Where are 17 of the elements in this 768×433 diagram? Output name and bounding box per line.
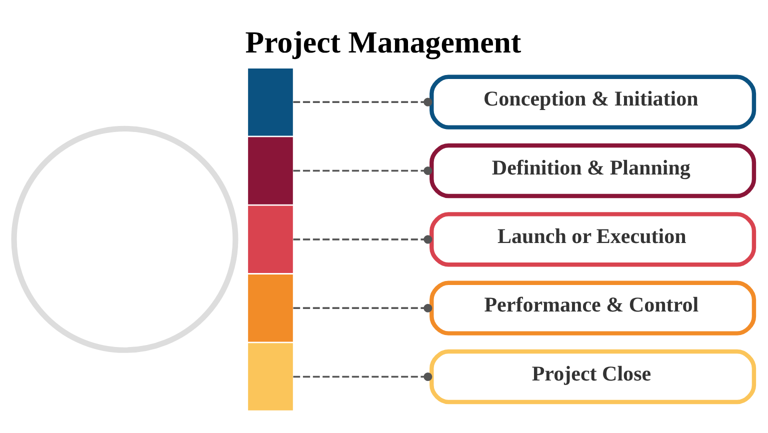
diagram-title: Project Management [245, 24, 522, 59]
connector [293, 97, 432, 106]
node-arc [248, 342, 293, 410]
node-arc [248, 68, 293, 136]
node-box: Conception & Initiation [430, 74, 756, 129]
node-box: Definition & Planning [430, 142, 756, 198]
node-circle [11, 125, 238, 352]
node-box: Project Close [430, 348, 756, 404]
connector [293, 234, 432, 244]
node-arc [248, 136, 293, 204]
node-arc [248, 205, 293, 273]
connector [293, 372, 432, 381]
node-box: Performance & Control [430, 280, 756, 335]
node-arc [248, 274, 293, 342]
connector [293, 166, 432, 175]
node-box: Launch or Execution [430, 212, 756, 266]
connector [293, 303, 432, 312]
